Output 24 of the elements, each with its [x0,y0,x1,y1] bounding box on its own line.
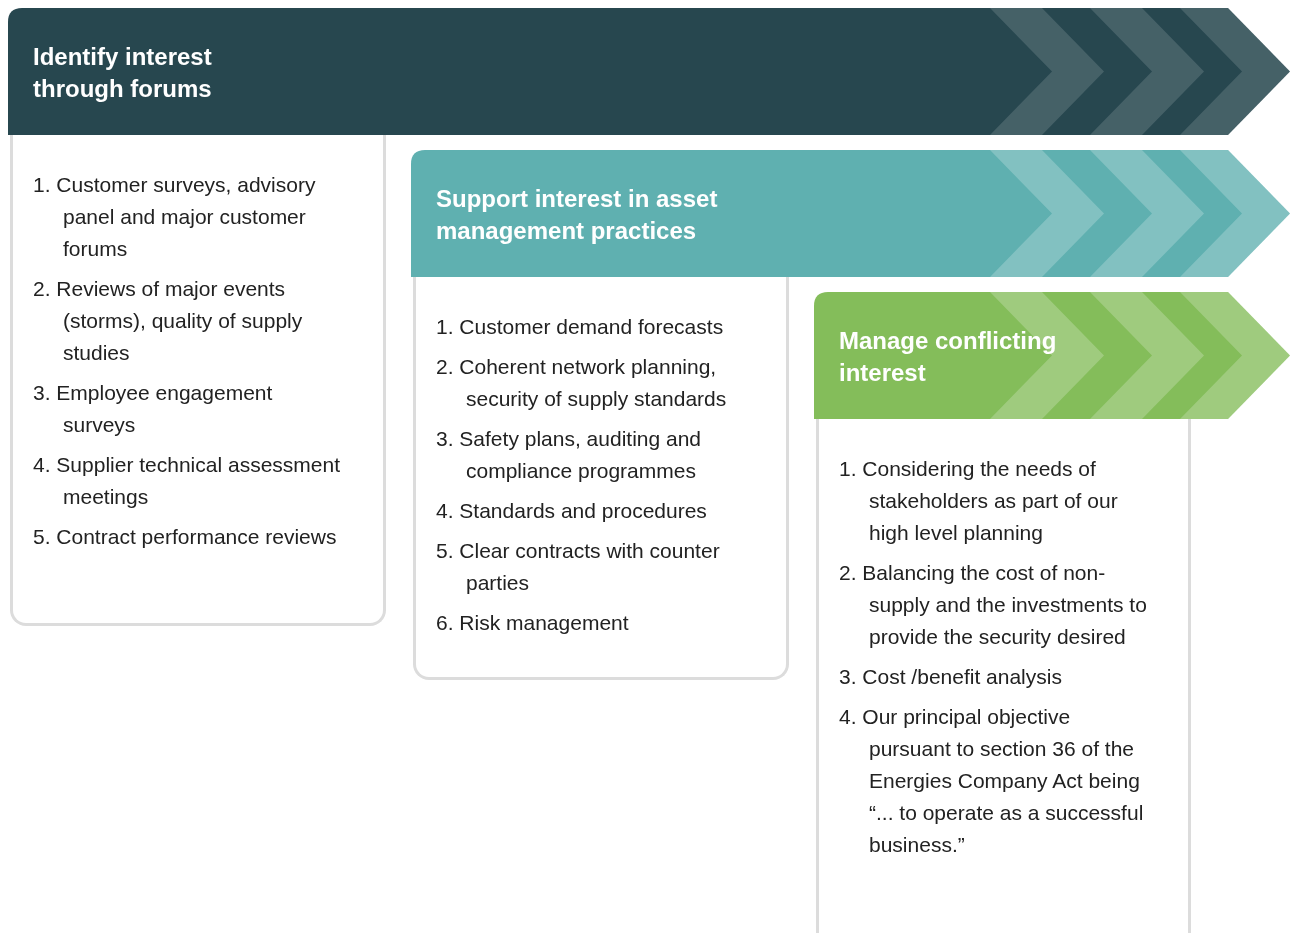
chevron-banner [814,292,1290,419]
list-item: 2. Balancing the cost of non-supply and the investments to provide the security desired [839,560,1148,650]
list-item: 4. Standards and procedures [436,498,708,524]
list-item: 5. Clear contracts with counter parties [436,538,721,596]
list-item: 3. Safety plans, auditing and compliance programmes [436,426,703,484]
list-item: 3. Cost /benefit analysis [839,664,1063,690]
list-item: 1. Customer surveys, advisory panel and major customer forums [33,172,317,262]
list-item: 4. Our principal objective pursuant to section 36 of the Energies Company Act being “... to operate as a successful business.” [839,704,1145,858]
chevron-banner [411,150,1290,277]
list-card [816,419,1191,933]
chevron-banner [8,8,1290,135]
list-item: 1. Considering the needs of stakeholders as part of our high level planning [839,456,1119,546]
list-item: 1. Customer demand forecasts [436,314,725,340]
list-item: 2. Reviews of major events (storms), quality of supply studies [33,276,304,366]
list-card [10,135,386,626]
list-item: 5. Contract performance reviews [33,524,338,550]
list-item: 6. Risk management [436,610,630,636]
list-item: 4. Supplier technical assessment meetings [33,452,341,510]
list-card [413,277,789,680]
list-item: 2. Coherent network planning, security of supply standards [436,354,728,412]
list-item: 3. Employee engagement surveys [33,380,274,438]
banner-heading: Manage conflicting interest [839,326,1058,388]
banner-heading: Support interest in asset management practices [436,184,719,246]
banner-heading: Identify interest through forums [33,42,213,104]
